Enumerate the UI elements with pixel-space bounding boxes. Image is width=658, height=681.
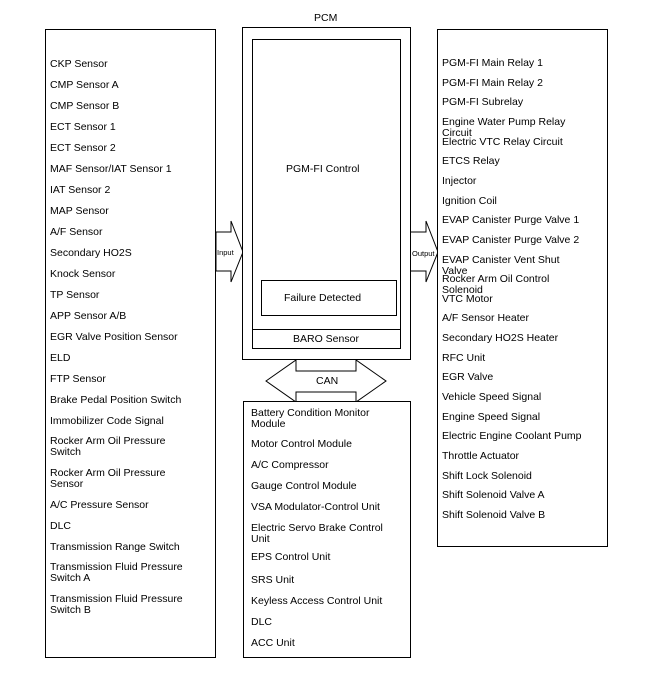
output-signal-item: Shift Solenoid Valve B <box>442 509 546 521</box>
input-signal-item: Transmission Fluid Pressure Switch A <box>50 561 183 584</box>
output-signal-item: Shift Lock Solenoid <box>442 470 532 482</box>
input-signal-item: CMP Sensor A <box>50 79 119 91</box>
can-arrow <box>265 359 387 403</box>
output-signal-item: PGM-FI Main Relay 1 <box>442 57 543 69</box>
output-signal-item: Engine Speed Signal <box>442 411 541 423</box>
output-signal-item: Secondary HO2S Heater <box>442 332 559 344</box>
input-signal-item: ELD <box>50 352 71 364</box>
output-signal-item: Engine Water Pump Relay Circuit <box>442 116 566 139</box>
input-signal-item: Immobilizer Code Signal <box>50 415 164 427</box>
pcm-box: PGM-FI Control Failure Detected BARO Sen… <box>242 27 411 360</box>
can-module-item: Electric Servo Brake Control Unit <box>251 522 383 545</box>
input-arrow <box>215 220 244 283</box>
output-signal-item: Injector <box>442 175 477 187</box>
can-module-item: Keyless Access Control Unit <box>251 595 383 607</box>
failure-detected-label: Failure Detected <box>284 292 362 304</box>
output-signal-item: Rocker Arm Oil Control Solenoid <box>442 273 550 296</box>
output-signal-item: Electric VTC Relay Circuit <box>442 136 563 148</box>
can-module-item: A/C Compressor <box>251 459 329 471</box>
baro-sensor-label: BARO Sensor <box>293 333 359 345</box>
input-signal-item: ECT Sensor 1 <box>50 121 116 133</box>
outputs-box: PGM-FI Main Relay 1 PGM-FI Main Relay 2 PG… <box>437 29 608 547</box>
output-signal-item: EVAP Canister Vent Shut Valve <box>442 254 560 277</box>
output-signal-item: PGM-FI Main Relay 2 <box>442 77 543 89</box>
input-signal-item: Knock Sensor <box>50 268 116 280</box>
input-signal-item: IAT Sensor 2 <box>50 184 111 196</box>
output-signal-item: EGR Valve <box>442 371 494 383</box>
can-module-item: ACC Unit <box>251 637 295 649</box>
can-module-item: DLC <box>251 616 273 628</box>
input-signal-item: Rocker Arm Oil Pressure Switch <box>50 435 166 458</box>
input-signal-item: A/C Pressure Sensor <box>50 499 149 511</box>
output-signal-item: EVAP Canister Purge Valve 1 <box>442 214 580 226</box>
can-module-item: SRS Unit <box>251 574 295 586</box>
output-signal-item: PGM-FI Subrelay <box>442 96 524 108</box>
input-signal-item: A/F Sensor <box>50 226 103 238</box>
output-signal-item: A/F Sensor Heater <box>442 312 529 324</box>
output-arrow <box>409 220 439 283</box>
output-signal-item: Shift Solenoid Valve A <box>442 489 545 501</box>
output-signal-item: Ignition Coil <box>442 195 497 207</box>
can-module-item: Motor Control Module <box>251 438 352 450</box>
can-module-item: VSA Modulator-Control Unit <box>251 501 380 513</box>
output-signal-item: RFC Unit <box>442 352 486 364</box>
output-signal-item: VTC Motor <box>442 293 493 305</box>
input-signal-item: EGR Valve Position Sensor <box>50 331 178 343</box>
input-label: Input <box>217 248 234 257</box>
output-signal-item: Electric Engine Coolant Pump <box>442 430 582 442</box>
pgm-fi-control-box: PGM-FI Control Failure Detected <box>252 39 401 347</box>
output-signal-item: EVAP Canister Purge Valve 2 <box>442 234 580 246</box>
input-signal-item: CKP Sensor <box>50 58 108 70</box>
input-signal-item: DLC <box>50 520 72 532</box>
input-signal-item: Transmission Range Switch <box>50 541 180 553</box>
baro-sensor-box: BARO Sensor <box>252 329 401 349</box>
input-signal-item: Rocker Arm Oil Pressure Sensor <box>50 467 166 490</box>
input-signal-item: Transmission Fluid Pressure Switch B <box>50 593 183 616</box>
can-module-item: EPS Control Unit <box>251 551 331 563</box>
input-signal-item: ECT Sensor 2 <box>50 142 116 154</box>
pgm-fi-control-label: PGM-FI Control <box>286 163 360 175</box>
input-signal-item: MAP Sensor <box>50 205 109 217</box>
can-module-item: Gauge Control Module <box>251 480 357 492</box>
input-signal-item: Brake Pedal Position Switch <box>50 394 182 406</box>
input-signal-item: TP Sensor <box>50 289 100 301</box>
can-module-item: Battery Condition Monitor Module <box>251 407 370 430</box>
output-signal-item: Throttle Actuator <box>442 450 520 462</box>
input-signal-item: MAF Sensor/IAT Sensor 1 <box>50 163 172 175</box>
pcm-title: PCM <box>314 12 338 24</box>
can-label: CAN <box>316 375 339 387</box>
input-signal-item: APP Sensor A/B <box>50 310 127 322</box>
input-signal-item: Secondary HO2S <box>50 247 132 259</box>
failure-detected-box: Failure Detected <box>261 280 397 316</box>
input-signal-item: FTP Sensor <box>50 373 106 385</box>
output-signal-item: ETCS Relay <box>442 155 500 167</box>
output-signal-item: Vehicle Speed Signal <box>442 391 542 403</box>
output-label: Output <box>412 249 435 258</box>
input-signal-item: CMP Sensor B <box>50 100 120 112</box>
